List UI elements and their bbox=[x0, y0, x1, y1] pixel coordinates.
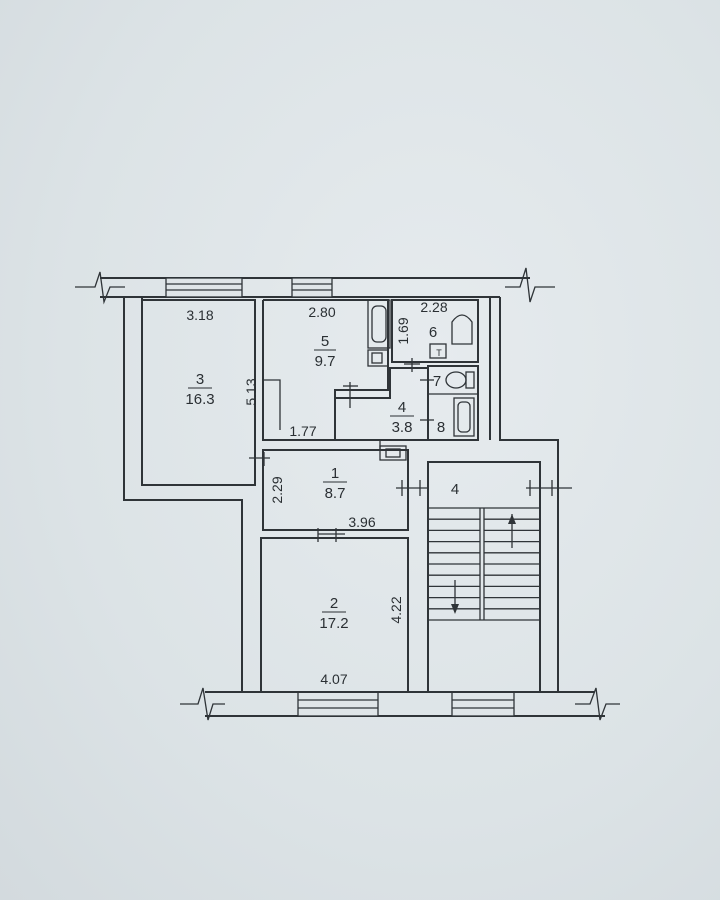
room-1 bbox=[262, 449, 428, 531]
room-4-label: 4 3.8 bbox=[390, 399, 414, 436]
stairwell-number: 4 bbox=[451, 481, 459, 498]
dim-3-18: 3.18 bbox=[186, 307, 213, 323]
door-marks bbox=[249, 358, 434, 542]
room-3 bbox=[141, 299, 256, 486]
dim-5-13: 5.13 bbox=[243, 378, 259, 405]
room-1-label: 1 8.7 bbox=[323, 465, 347, 502]
room-7-number: 7 bbox=[433, 373, 441, 390]
window-top-room3 bbox=[165, 277, 243, 298]
window-top-room5 bbox=[291, 277, 333, 298]
room-6-number: 6 bbox=[429, 324, 437, 341]
dim-2-80: 2.80 bbox=[308, 304, 335, 320]
room-5 bbox=[262, 299, 389, 441]
room-2-label: 2 17.2 bbox=[319, 595, 348, 632]
room-2-area: 17.2 bbox=[319, 615, 348, 632]
room-3-number: 3 bbox=[196, 371, 204, 388]
room-8-number: 8 bbox=[437, 419, 445, 436]
room-3-label: 3 16.3 bbox=[185, 371, 214, 408]
room-2 bbox=[260, 537, 409, 693]
room-1-area: 8.7 bbox=[325, 485, 346, 502]
room-4-area: 3.8 bbox=[392, 419, 413, 436]
bathroom-block bbox=[367, 299, 479, 441]
window-bottom-stair bbox=[451, 691, 515, 717]
dim-2-29: 2.29 bbox=[269, 476, 285, 503]
dim-1-69: 1.69 bbox=[395, 317, 411, 344]
dim-4-07: 4.07 bbox=[320, 671, 347, 687]
room-4 bbox=[334, 367, 429, 461]
room-4-number: 4 bbox=[398, 399, 406, 416]
left-exterior-wall bbox=[123, 297, 255, 693]
toilet-icon: T bbox=[436, 348, 442, 358]
room-5-area: 9.7 bbox=[315, 353, 336, 370]
dim-2-28: 2.28 bbox=[420, 299, 447, 315]
dim-1-77: 1.77 bbox=[289, 423, 316, 439]
stairwell bbox=[427, 461, 572, 693]
right-exterior-wall bbox=[489, 297, 559, 692]
room-5-number: 5 bbox=[321, 333, 329, 350]
room-2-number: 2 bbox=[330, 595, 338, 612]
dim-3-96: 3.96 bbox=[348, 514, 375, 530]
room-3-area: 16.3 bbox=[185, 391, 214, 408]
room-1-number: 1 bbox=[331, 465, 339, 482]
room-5-label: 5 9.7 bbox=[314, 333, 336, 370]
dim-4-22: 4.22 bbox=[388, 596, 404, 623]
window-bottom-room2 bbox=[297, 691, 379, 717]
